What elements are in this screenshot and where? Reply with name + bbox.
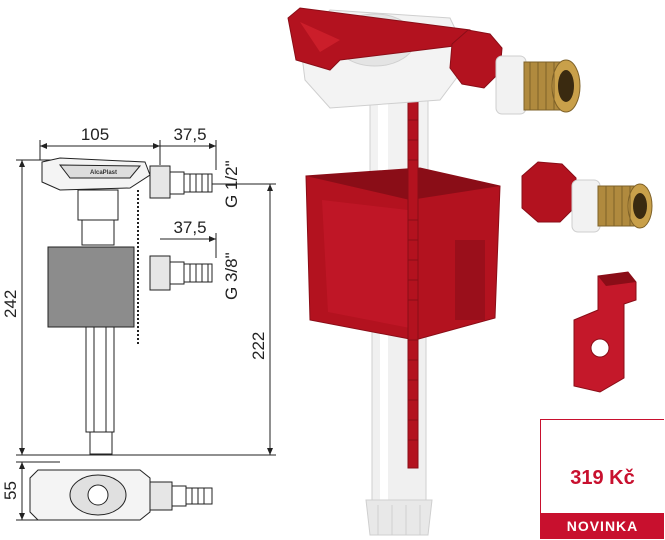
price-tag: 319 Kč NOVINKA — [540, 419, 664, 539]
technical-drawing: 105 37,5 37,5 G 1/2" G 3/8" 242 222 — [1, 125, 276, 521]
dim-offset-lower: 37,5 — [173, 218, 206, 237]
dim-offset-upper: 37,5 — [173, 125, 206, 144]
price-label: 319 Kč — [570, 467, 635, 489]
dim-width-top: 105 — [81, 125, 109, 144]
fill-valve-render: AlcaPlast — [287, 7, 581, 536]
dim-height-inlet: 222 — [249, 332, 268, 360]
brand-mark-drawing: AlcaPlast — [90, 170, 117, 176]
dim-depth: 55 — [1, 481, 20, 500]
spare-clip-render — [573, 271, 637, 393]
dim-height-total: 242 — [1, 290, 20, 318]
dim-thread-lower: G 3/8" — [222, 252, 241, 300]
new-badge: NOVINKA — [541, 513, 664, 539]
spare-connector-render — [521, 161, 653, 233]
